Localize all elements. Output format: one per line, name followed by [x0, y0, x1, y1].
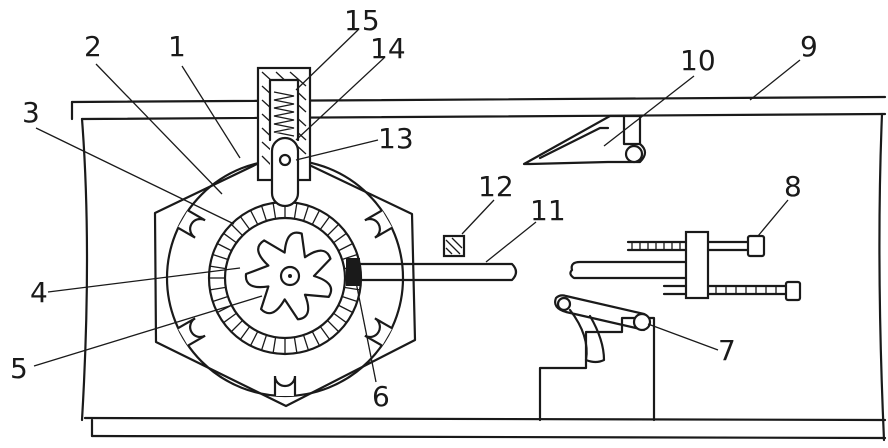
- pawl: [346, 258, 360, 286]
- plunger-housing: [256, 66, 312, 208]
- callout-4: 4: [30, 276, 48, 309]
- ring-segment: [239, 216, 251, 230]
- callout-labels: 1 2 3 4 5 6 7 8 9 10 11 12 13 14 15: [10, 4, 818, 413]
- callout-7: 7: [718, 334, 736, 367]
- callout-2: 2: [84, 30, 102, 63]
- disk-notch: [273, 375, 297, 396]
- disk-notch: [177, 209, 206, 239]
- knife: [522, 114, 647, 166]
- disk-notch: [364, 209, 393, 239]
- frame: [70, 95, 887, 442]
- callout-1: 1: [168, 30, 186, 63]
- ring-segment: [249, 209, 259, 225]
- ring-segment: [326, 319, 340, 333]
- lever-support: [538, 294, 656, 422]
- right-rod: [569, 230, 802, 302]
- ring-segment: [319, 216, 331, 230]
- ring-segment: [302, 334, 310, 351]
- ring-segment: [293, 337, 298, 354]
- ring-segment: [333, 232, 347, 244]
- ring-segment: [319, 326, 331, 340]
- ratchet-cam: [244, 231, 333, 321]
- hex-body: [153, 150, 417, 408]
- callout-6: 6: [372, 380, 390, 413]
- callout-11: 11: [530, 194, 566, 227]
- ring-segment: [239, 326, 251, 340]
- segmented-ring: [207, 200, 363, 356]
- ring-segment: [260, 334, 268, 351]
- ring-segment: [212, 253, 229, 261]
- ring-segment: [302, 205, 310, 222]
- callout-9: 9: [800, 30, 818, 63]
- disk-notch: [177, 317, 206, 347]
- ring-segment: [311, 331, 321, 347]
- callout-8: 8: [784, 170, 802, 203]
- disk-notch: [364, 317, 393, 347]
- ring-segment: [341, 295, 358, 303]
- ring-segment: [209, 286, 226, 291]
- ring-segment: [326, 223, 340, 237]
- callout-15: 15: [344, 4, 380, 37]
- ring-segment: [212, 295, 229, 303]
- ring-segment: [338, 304, 354, 314]
- block: [442, 234, 466, 258]
- ring-segment: [341, 253, 358, 261]
- callout-14: 14: [370, 32, 406, 65]
- ring-segment: [338, 242, 354, 252]
- ring-segment: [272, 202, 277, 219]
- ring-segment: [260, 205, 268, 222]
- callout-10: 10: [680, 44, 716, 77]
- ring-segment: [272, 337, 277, 354]
- ring-segment: [223, 312, 237, 324]
- callout-3: 3: [22, 96, 40, 129]
- ring-segment: [230, 223, 244, 237]
- ring-segment: [223, 232, 237, 244]
- callout-12: 12: [478, 170, 514, 203]
- ring-segment: [230, 319, 244, 333]
- ring-segment: [216, 242, 232, 252]
- leader-lines: [33, 29, 801, 383]
- ring-segment: [249, 331, 259, 347]
- ring-segment: [209, 265, 226, 270]
- rod: [358, 262, 518, 282]
- ring-segment: [333, 312, 347, 324]
- ring-segment: [293, 202, 298, 219]
- callout-5: 5: [10, 352, 28, 385]
- ring-segment: [311, 209, 321, 225]
- callout-13: 13: [378, 122, 414, 155]
